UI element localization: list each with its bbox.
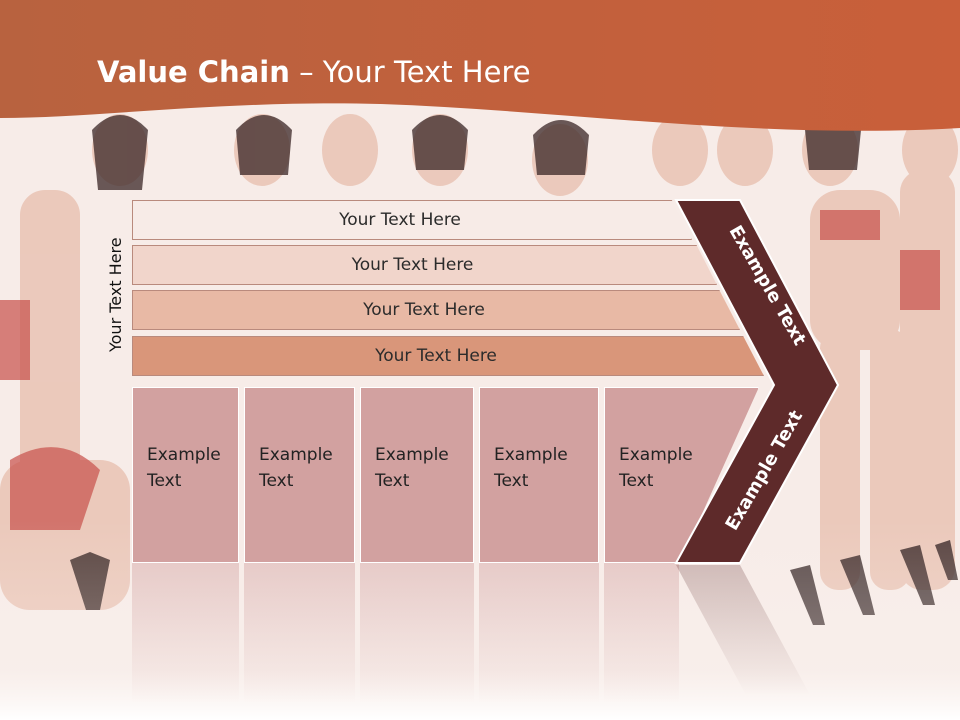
- slide-title: Value Chain – Your Text Here: [97, 55, 531, 89]
- box-5-line-1: Example: [619, 445, 693, 465]
- box-5-line-2: Text: [619, 471, 654, 491]
- header-band: [0, 0, 960, 131]
- bar-3-label: Your Text Here: [363, 300, 485, 320]
- bar-4-label: Your Text Here: [375, 346, 497, 366]
- box-3: Example Text: [360, 387, 474, 563]
- box-4-line-2: Text: [494, 471, 529, 491]
- box-1-reflection: [132, 563, 239, 703]
- title-rest: – Your Text Here: [289, 55, 531, 89]
- chevron-arrow: [674, 199, 840, 695]
- bar-2: Your Text Here: [132, 245, 717, 285]
- chevron-shape: [674, 199, 840, 564]
- bar-3: Your Text Here: [132, 290, 740, 330]
- box-4-line-1: Example: [494, 445, 568, 465]
- box-5-reflection: [604, 563, 679, 703]
- box-4-reflection: [479, 563, 599, 703]
- bar-4: Your Text Here: [132, 336, 764, 376]
- box-2-reflection: [244, 563, 355, 703]
- box-1-line-2: Text: [147, 471, 182, 491]
- box-2-line-1: Example: [259, 445, 333, 465]
- title-bold: Value Chain: [97, 55, 290, 89]
- bar-1: Your Text Here: [132, 200, 692, 240]
- box-4: Example Text: [479, 387, 599, 563]
- box-1-line-1: Example: [147, 445, 221, 465]
- box-3-line-1: Example: [375, 445, 449, 465]
- bar-1-label: Your Text Here: [339, 210, 461, 230]
- box-2: Example Text: [244, 387, 355, 563]
- chevron-reflection: [676, 565, 810, 695]
- box-3-reflection: [360, 563, 474, 703]
- box-1: Example Text: [132, 387, 239, 563]
- vertical-label: Your Text Here: [106, 237, 125, 352]
- box-3-line-2: Text: [375, 471, 410, 491]
- bar-2-label: Your Text Here: [351, 255, 474, 275]
- box-2-line-2: Text: [259, 471, 294, 491]
